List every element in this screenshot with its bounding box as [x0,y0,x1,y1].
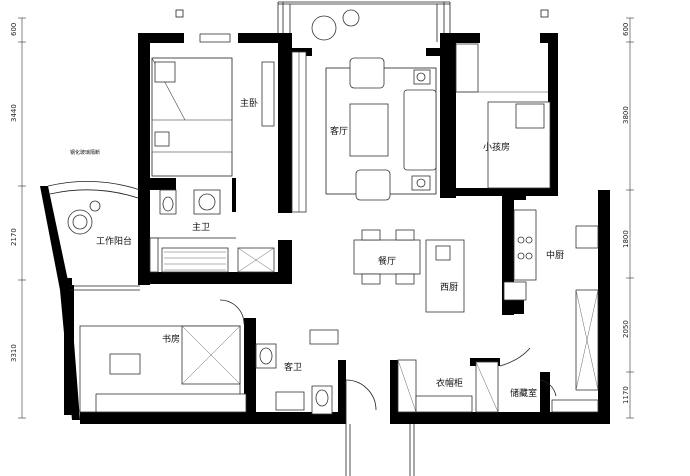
corner-mark [540,9,549,18]
right-dimension-chain [626,17,634,419]
label-storage-room: 储藏室 [510,387,537,399]
study-furniture [79,299,247,413]
label-cloak-cabinet: 衣帽柜 [436,377,463,389]
label-master-bath: 主卫 [192,221,210,233]
kids-room-furniture [455,43,551,189]
dining-furniture [353,229,465,313]
label-guest-bath: 客卫 [284,361,302,373]
work-balcony [47,180,141,291]
corner-mark [175,9,184,18]
dim-left-1: 600 [10,23,18,36]
label-study: 书房 [162,333,180,345]
dim-left-4: 3310 [10,344,18,362]
label-kitchen: 中厨 [546,249,564,261]
label-work-balcony: 工作阳台 [96,235,132,247]
dim-right-5: 1170 [622,386,630,404]
cloak-storage [397,347,599,476]
kitchen-furniture [503,209,599,391]
dim-left-2: 3440 [10,104,18,122]
master-bedroom-furniture [151,33,275,177]
guest-bath-furniture [255,329,377,476]
label-living-room: 客厅 [330,125,348,137]
dim-right-2: 3800 [622,106,630,124]
label-glass-partition: 钢化玻璃隔断 [70,149,100,156]
master-bath-furniture [149,189,275,273]
dim-right-1: 600 [622,23,630,36]
left-dimension-chain [18,17,26,419]
dim-left-3: 2170 [10,228,18,246]
label-western-kitchen: 西厨 [440,282,458,293]
label-master-bedroom: 主卧 [240,97,258,109]
top-balcony-outline [277,1,451,42]
dim-right-4: 2050 [622,320,630,338]
living-room-furniture [291,9,437,213]
label-kids-room: 小孩房 [483,141,510,153]
walls [40,33,610,424]
label-dining-room: 餐厅 [378,255,396,267]
dim-right-3: 1800 [622,230,630,248]
